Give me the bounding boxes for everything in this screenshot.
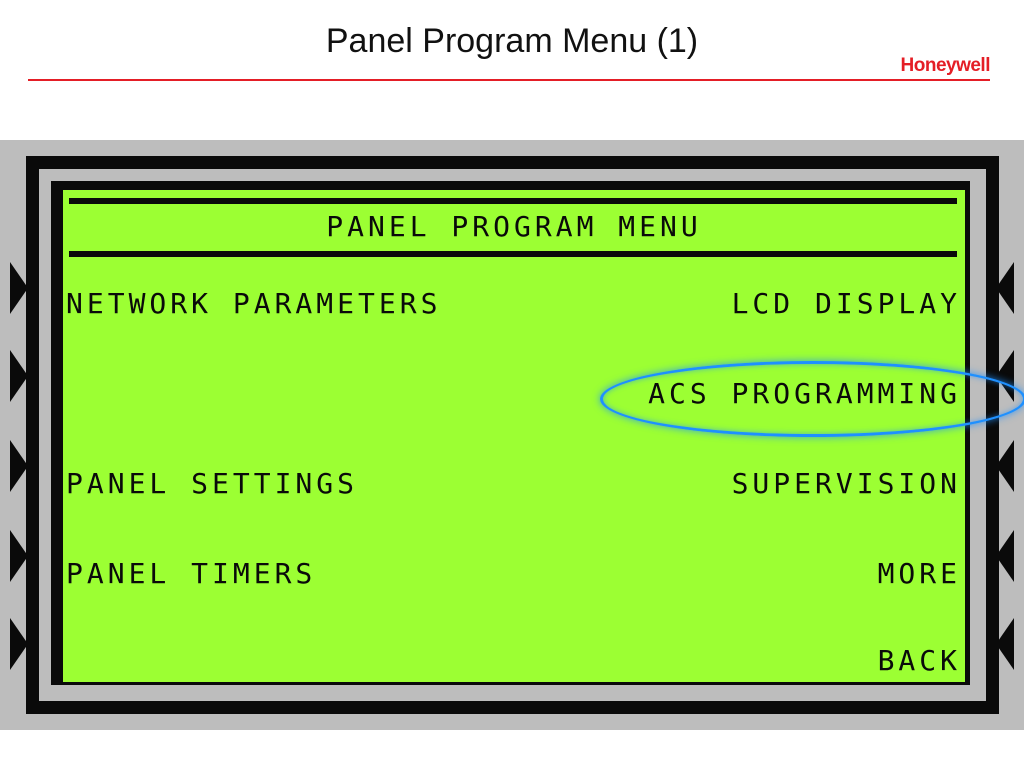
lcd-screen: PANEL PROGRAM MENU NETWORK PARAMETERS PA… xyxy=(63,190,965,682)
slide-title: Panel Program Menu (1) xyxy=(325,22,699,60)
soft-key-right-5-triangle-left-icon[interactable] xyxy=(996,618,1014,670)
soft-key-right-1-triangle-left-icon[interactable] xyxy=(996,262,1014,314)
lcd-header-rule-top xyxy=(69,198,957,204)
lcd-header-rule-bottom xyxy=(69,251,957,257)
header-divider xyxy=(28,79,990,81)
menu-item-panel-timers[interactable]: PANEL TIMERS xyxy=(66,557,317,590)
soft-key-right-2-triangle-left-icon[interactable] xyxy=(996,350,1014,402)
menu-item-network-parameters[interactable]: NETWORK PARAMETERS xyxy=(66,287,442,320)
menu-item-acs-programming[interactable]: ACS PROGRAMMING xyxy=(648,377,961,410)
soft-key-left-4-triangle-right-icon[interactable] xyxy=(10,530,28,582)
menu-item-back[interactable]: BACK xyxy=(877,644,961,677)
honeywell-logo: Honeywell xyxy=(900,55,991,76)
soft-key-left-5-triangle-right-icon[interactable] xyxy=(10,618,28,670)
menu-item-panel-settings[interactable]: PANEL SETTINGS xyxy=(66,467,359,500)
soft-key-left-2-triangle-right-icon[interactable] xyxy=(10,350,28,402)
soft-key-right-3-triangle-left-icon[interactable] xyxy=(996,440,1014,492)
lcd-menu-title: PANEL PROGRAM MENU xyxy=(326,210,702,243)
menu-item-supervision[interactable]: SUPERVISION xyxy=(731,467,961,500)
menu-item-more[interactable]: MORE xyxy=(877,557,961,590)
soft-key-right-4-triangle-left-icon[interactable] xyxy=(996,530,1014,582)
soft-key-left-3-triangle-right-icon[interactable] xyxy=(10,440,28,492)
soft-key-left-1-triangle-right-icon[interactable] xyxy=(10,262,28,314)
menu-item-lcd-display[interactable]: LCD DISPLAY xyxy=(731,287,961,320)
